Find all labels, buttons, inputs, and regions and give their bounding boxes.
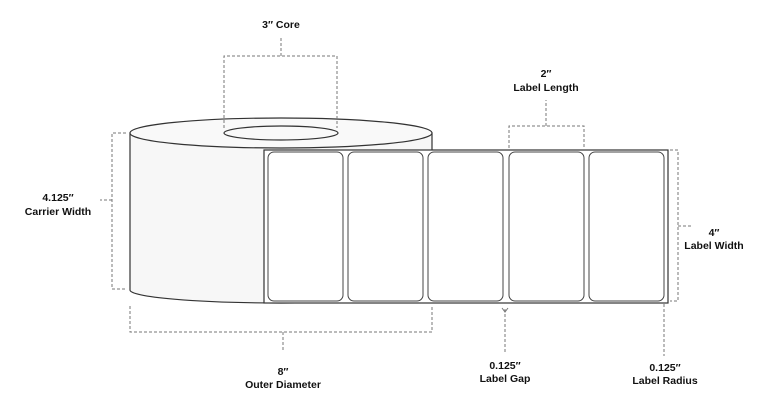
outer-diameter-label: Outer Diameter xyxy=(245,379,321,391)
label-gap-label: Label Gap xyxy=(480,373,531,385)
label-width-value: 4″ xyxy=(709,227,720,239)
core-hole xyxy=(223,125,339,141)
label-radius-dimension: 0.125″ Label Radius xyxy=(632,304,698,387)
label-length-value: 2″ xyxy=(541,68,552,80)
outer-diameter-value: 8″ xyxy=(278,366,289,378)
carrier-width-dimension: 4.125″ Carrier Width xyxy=(25,132,126,290)
label-length-dimension: 2″ Label Length xyxy=(508,68,585,148)
core-dimension: 3″ Core xyxy=(223,19,338,128)
label-gap-dimension: 0.125″ Label Gap xyxy=(480,307,531,385)
label xyxy=(267,151,344,302)
core-value: 3″ xyxy=(262,19,273,31)
label xyxy=(347,151,424,302)
label-width-label: Label Width xyxy=(684,240,743,252)
label-width-dimension: 4″ Label Width xyxy=(670,149,744,302)
label xyxy=(508,151,585,302)
label-radius-label: Label Radius xyxy=(632,375,698,387)
carrier-width-value: 4.125″ xyxy=(42,192,73,204)
label-length-label: Label Length xyxy=(513,82,578,94)
core-label: Core xyxy=(276,19,300,31)
outer-diameter-dimension: 8″ Outer Diameter xyxy=(129,306,433,391)
label-liner-strip xyxy=(263,149,669,304)
label-radius-value: 0.125″ xyxy=(649,362,680,374)
svg-text:3″ Core: 3″ Core xyxy=(262,19,300,31)
label xyxy=(427,151,504,302)
label xyxy=(588,151,665,302)
carrier-width-label: Carrier Width xyxy=(25,206,91,218)
label-gap-value: 0.125″ xyxy=(489,360,520,372)
